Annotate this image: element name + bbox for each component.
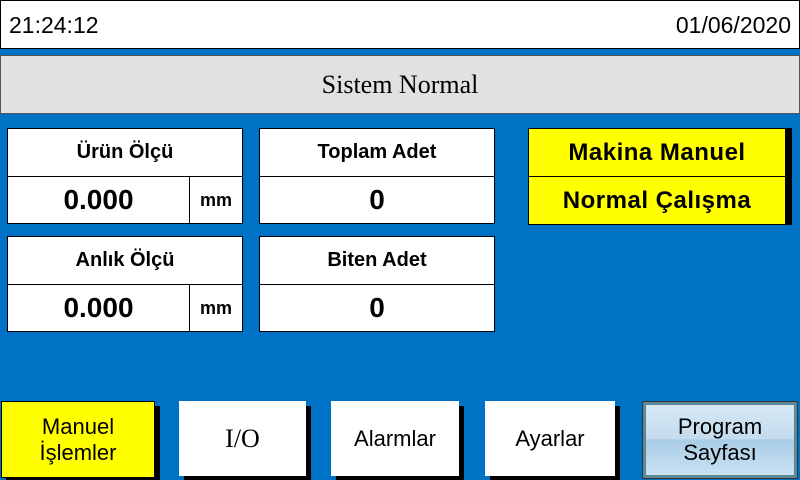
mode-panel: Makina Manuel Normal Çalışma [528, 128, 792, 225]
button-label: Manuel [41, 413, 115, 439]
urun-olcu-label: Ürün Ölçü [7, 128, 243, 177]
button-label: Program [677, 414, 763, 439]
top-bar: 21:24:12 01/06/2020 [0, 0, 800, 49]
date: 01/06/2020 [675, 12, 791, 38]
ayarlar-button[interactable]: Ayarlar [485, 401, 615, 476]
clock: 21:24:12 [9, 12, 99, 38]
toplam-adet-value: 0 [259, 176, 495, 224]
button-label: Sayfası [683, 440, 757, 465]
urun-olcu-value: 0.000 [7, 176, 190, 224]
operation-mode: Normal Çalışma [528, 176, 786, 225]
machine-mode: Makina Manuel [528, 128, 786, 177]
toplam-adet-label: Toplam Adet [259, 128, 495, 177]
io-button[interactable]: I/O [179, 401, 306, 476]
system-status: Sistem Normal [0, 55, 800, 114]
manuel-islemler-button[interactable]: Manuel İşlemler [1, 401, 155, 478]
urun-olcu-unit: mm [189, 176, 243, 224]
button-label: İşlemler [39, 439, 117, 465]
anlik-olcu-value: 0.000 [7, 284, 190, 332]
biten-adet-label: Biten Adet [259, 236, 495, 285]
program-sayfasi-button[interactable]: Program Sayfası [642, 401, 798, 479]
anlik-olcu-unit: mm [189, 284, 243, 332]
biten-adet-value: 0 [259, 284, 495, 332]
anlik-olcu-label: Anlık Ölçü [7, 236, 243, 285]
alarmlar-button[interactable]: Alarmlar [331, 401, 459, 476]
